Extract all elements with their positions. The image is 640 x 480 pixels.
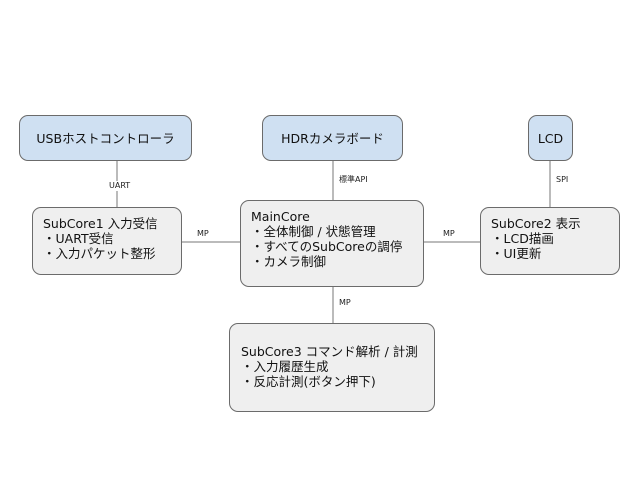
subcore3-node: SubCore3 コマンド解析 / 計測 ・入力履歴生成 ・反応計測(ボタン押下…: [229, 323, 435, 412]
maincore-item: ・カメラ制御: [251, 254, 327, 269]
maincore-item: ・全体制御 / 状態管理: [251, 224, 376, 239]
subcore2-title: SubCore2 表示: [491, 216, 581, 231]
subcore3-title: SubCore3 コマンド解析 / 計測: [241, 344, 418, 359]
subcore1-node: SubCore1 入力受信 ・UART受信 ・入力パケット整形: [32, 207, 182, 275]
subcore2-item: ・LCD描画: [491, 231, 554, 246]
uart-edge-label: UART: [108, 181, 132, 191]
subcore1-title: SubCore1 入力受信: [43, 216, 158, 231]
maincore-title: MainCore: [251, 209, 310, 224]
hdr-camera-board-label: HDRカメラボード: [281, 130, 384, 146]
lcd-label: LCD: [537, 130, 564, 146]
mp-edge-label-sub1-main: MP: [197, 229, 209, 238]
hdr-camera-board-node: HDRカメラボード: [262, 115, 403, 161]
maincore-item: ・すべてのSubCoreの調停: [251, 239, 403, 254]
maincore-node: MainCore ・全体制御 / 状態管理 ・すべてのSubCoreの調停 ・カ…: [240, 200, 424, 287]
usb-host-controller-node: USBホストコントローラ: [19, 115, 192, 161]
mp-edge-label-main-sub3: MP: [339, 298, 351, 307]
subcore2-item: ・UI更新: [491, 246, 542, 261]
subcore3-item: ・入力履歴生成: [241, 359, 329, 374]
subcore2-node: SubCore2 表示 ・LCD描画 ・UI更新: [480, 207, 620, 275]
spi-edge-label: SPI: [556, 175, 569, 184]
subcore1-item: ・入力パケット整形: [43, 246, 156, 261]
usb-host-controller-label: USBホストコントローラ: [36, 130, 175, 146]
standard-api-edge-label: 標準API: [339, 175, 368, 184]
subcore3-item: ・反応計測(ボタン押下): [241, 374, 376, 389]
mp-edge-label-main-sub2: MP: [443, 229, 455, 238]
lcd-node: LCD: [528, 115, 573, 161]
subcore1-item: ・UART受信: [43, 231, 114, 246]
